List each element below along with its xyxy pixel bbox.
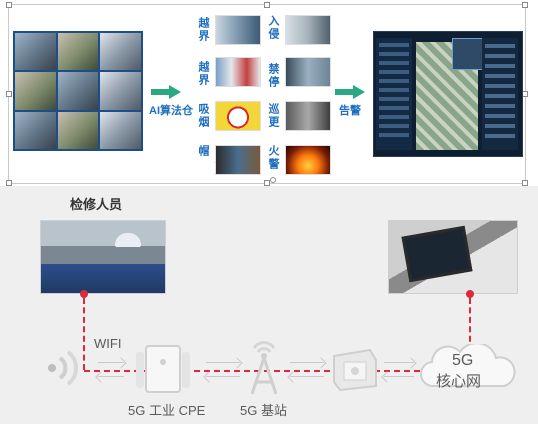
event-label-3: 火警 — [267, 145, 279, 171]
algo-thumb-0 — [215, 15, 261, 45]
alarm-label: 告警 — [339, 105, 361, 117]
cpe-device-icon — [136, 345, 190, 393]
base-station-label: 5G 基站 — [240, 403, 287, 418]
green-arrow-icon — [335, 85, 365, 99]
camera-feed — [57, 111, 99, 149]
resize-handle-n[interactable] — [264, 2, 270, 8]
link-endpoint-right — [466, 290, 474, 298]
resize-handle-nw[interactable] — [6, 2, 12, 8]
resize-handle-w[interactable] — [6, 91, 12, 97]
arrow-icon — [290, 362, 324, 363]
arrow-icon — [384, 376, 414, 377]
resize-handle-se[interactable] — [522, 180, 528, 186]
camera-feed — [15, 111, 56, 149]
arrow-icon — [206, 376, 240, 377]
ai-store-label: AI算法仓 — [149, 105, 193, 117]
link-line — [469, 298, 471, 370]
camera-feed — [100, 33, 141, 71]
arrow-icon — [98, 376, 124, 377]
event-thumb-3 — [285, 145, 331, 175]
tablet-photo — [388, 220, 518, 294]
event-thumb-1 — [285, 57, 331, 87]
slide-image[interactable]: AI算法仓 越界 越界 吸烟 安全帽 入侵 禁停 巡更 火警 告警 — [6, 2, 528, 186]
arrow-icon — [290, 376, 324, 377]
arrow-icon — [384, 362, 414, 363]
rotate-handle[interactable] — [270, 177, 276, 183]
monitoring-dashboard — [373, 31, 523, 157]
event-label-1: 禁停 — [267, 63, 279, 89]
resize-handle-sw[interactable] — [6, 180, 12, 186]
camera-feed — [57, 33, 99, 71]
algo-label-0: 越界 — [197, 17, 209, 43]
link-line — [84, 370, 470, 372]
camera-feed — [57, 72, 99, 110]
link-endpoint-left — [80, 290, 88, 298]
link-line — [83, 298, 85, 370]
dashboard-sidebar — [376, 38, 412, 150]
worker-photo — [40, 220, 166, 294]
core-network-label: 核心网 — [436, 373, 482, 390]
algo-thumb-1 — [215, 57, 261, 87]
event-thumb-0 — [285, 15, 331, 45]
event-label-2: 巡更 — [267, 103, 279, 129]
network-diagram: 检修人员 WIFI 5G 核心网 5G 工业 CPE — [0, 186, 538, 424]
antenna-tower-icon — [250, 341, 278, 395]
cpe-label: 5G 工业 CPE — [128, 403, 206, 418]
arrow-icon — [98, 362, 124, 363]
camera-feed — [15, 33, 56, 71]
core-5g-label: 5G — [452, 352, 474, 369]
camera-feed — [15, 72, 56, 110]
wifi-label: WIFI — [94, 336, 122, 351]
algo-thumb-3 — [215, 145, 261, 175]
resize-handle-s[interactable] — [264, 180, 270, 186]
green-arrow-icon — [151, 85, 181, 99]
arrow-icon — [206, 362, 240, 363]
camera-wall — [13, 31, 143, 151]
worker-label: 检修人员 — [70, 197, 123, 212]
camera-feed — [100, 111, 141, 149]
wifi-signal-icon — [48, 350, 78, 386]
algo-thumb-2 — [215, 101, 261, 131]
event-thumb-2 — [285, 101, 331, 131]
camera-feed — [100, 72, 141, 110]
dashboard-panel — [482, 38, 518, 150]
server-box-icon — [333, 348, 377, 392]
cloud-icon — [420, 344, 516, 388]
resize-handle-ne[interactable] — [522, 2, 528, 8]
event-label-0: 入侵 — [267, 15, 279, 41]
algo-label-1: 越界 — [197, 61, 209, 87]
algo-label-2: 吸烟 — [197, 103, 209, 129]
